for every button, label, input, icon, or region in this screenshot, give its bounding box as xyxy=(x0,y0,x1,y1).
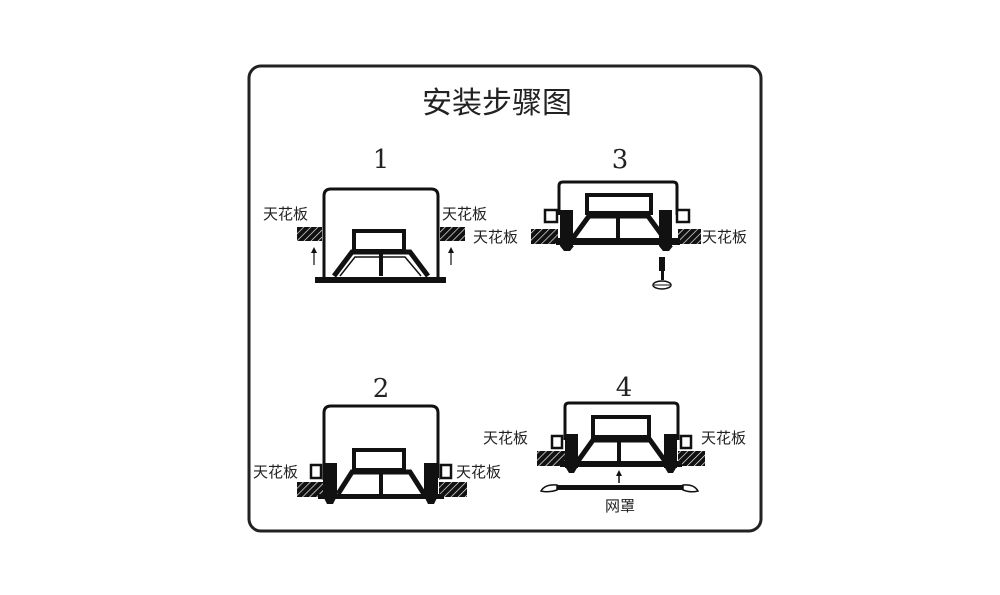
clamp-left xyxy=(309,463,337,504)
step-number: 3 xyxy=(612,145,629,175)
speaker-magnet xyxy=(591,415,651,439)
speaker-magnet xyxy=(585,193,653,215)
diagram-title: 安装步骤图 xyxy=(422,86,572,121)
ceiling-label: 天花板 xyxy=(253,463,298,481)
ceiling-label: 天花板 xyxy=(701,429,746,447)
ceiling-label: 天花板 xyxy=(456,463,501,481)
ceiling-label: 天花板 xyxy=(473,228,518,246)
up-arrow-icon xyxy=(311,247,317,265)
ceiling-label: 天花板 xyxy=(483,429,528,447)
clamp-right xyxy=(424,463,453,504)
speaker-enclosure xyxy=(322,187,440,282)
ceiling-panel-right xyxy=(440,227,465,241)
speaker-enclosure xyxy=(557,180,679,215)
speaker-enclosure xyxy=(563,401,680,440)
ceiling-label: 天花板 xyxy=(702,228,747,246)
grill-cover xyxy=(539,484,700,493)
step-3: 3 天花板 天花板 xyxy=(473,145,747,290)
step-1: 1 天花板 天花板 xyxy=(263,145,487,283)
screw-icon xyxy=(652,257,672,290)
grill-label: 网罩 xyxy=(605,497,635,515)
step-number: 4 xyxy=(616,373,633,403)
step-2: 2 天花板 天花板 xyxy=(253,374,501,504)
clamp-left xyxy=(543,208,574,251)
clamp-right xyxy=(659,208,691,251)
speaker-baseplate xyxy=(315,277,446,283)
up-arrow-icon xyxy=(616,470,622,483)
up-arrow-icon xyxy=(448,247,454,265)
speaker-enclosure xyxy=(322,404,440,480)
ceiling-label: 天花板 xyxy=(263,205,308,223)
step-number: 2 xyxy=(373,374,390,404)
ceiling-label: 天花板 xyxy=(442,205,487,223)
speaker-magnet xyxy=(352,448,406,472)
speaker-cone xyxy=(575,437,668,463)
ceiling-panel-left xyxy=(297,227,322,241)
step-number: 1 xyxy=(373,145,390,175)
clamp-left xyxy=(550,434,578,473)
clamp-right xyxy=(664,434,693,473)
speaker-magnet xyxy=(352,229,406,253)
step-4: 4 网罩 天花板 天花板 xyxy=(483,373,746,515)
